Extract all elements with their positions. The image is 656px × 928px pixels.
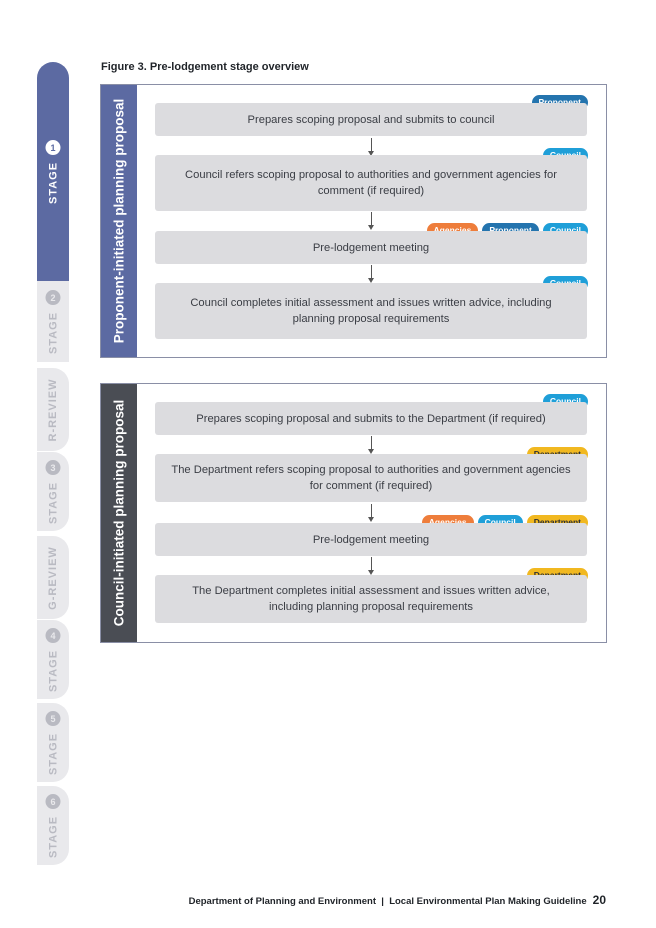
flow-arrow	[368, 138, 374, 156]
panel-side-bar: Proponent-initiated planning proposal	[101, 85, 137, 357]
tab-label: STAGE	[47, 161, 59, 204]
tab-r-review[interactable]: R-REVIEW	[37, 368, 69, 451]
step-text: Prepares scoping proposal and submits to…	[196, 412, 546, 425]
figure-title: Figure 3. Pre-lodgement stage overview	[101, 61, 309, 73]
tab-stage-4[interactable]: STAGE 4	[37, 620, 69, 699]
proponent-initiated-panel: Proponent-initiated planning proposal Pr…	[100, 84, 607, 358]
footer-text: Department of Planning and Environment |…	[188, 896, 587, 907]
tab-stage-2[interactable]: STAGE 2	[37, 281, 69, 362]
tab-number: 5	[45, 710, 61, 726]
flow-arrow	[368, 212, 374, 230]
step-box: Council completes initial assessment and…	[155, 283, 587, 339]
step-box: Prepares scoping proposal and submits to…	[155, 402, 587, 435]
tab-stage-1[interactable]: STAGE 1	[37, 62, 69, 281]
tab-label: STAGE	[47, 732, 59, 775]
page-number: 20	[592, 893, 606, 907]
step-box: Prepares scoping proposal and submits to…	[155, 103, 587, 136]
tab-number: 3	[45, 459, 61, 475]
tab-number: 4	[45, 627, 61, 643]
tab-number: 6	[45, 793, 61, 809]
step-text: Council completes initial assessment and…	[190, 297, 552, 325]
step-text: Pre-lodgement meeting	[312, 241, 430, 254]
flow-arrow	[368, 265, 374, 283]
tab-label: STAGE	[47, 815, 59, 858]
council-initiated-panel: Council-initiated planning proposal Coun…	[100, 383, 607, 643]
step-text: Council refers scoping proposal to autho…	[185, 169, 557, 197]
step-text: The Department completes initial assessm…	[192, 585, 550, 613]
step-text: Pre-lodgement meeting	[312, 533, 430, 546]
panel-title: Council-initiated planning proposal	[111, 399, 127, 627]
tab-number: 2	[45, 289, 61, 305]
tab-g-review[interactable]: G-REVIEW	[37, 536, 69, 619]
step-box: Pre-lodgement meeting	[155, 523, 587, 556]
tab-label: STAGE	[47, 649, 59, 692]
tab-label: STAGE	[47, 311, 59, 354]
tab-label: G-REVIEW	[47, 545, 59, 610]
tab-label: R-REVIEW	[47, 378, 59, 441]
tab-stage-5[interactable]: STAGE 5	[37, 703, 69, 782]
tab-stage-3[interactable]: STAGE 3	[37, 452, 69, 531]
flow-arrow	[368, 504, 374, 522]
flow-arrow	[368, 436, 374, 454]
step-box: The Department completes initial assessm…	[155, 575, 587, 623]
step-text: Prepares scoping proposal and submits to…	[247, 113, 495, 126]
flow-arrow	[368, 557, 374, 575]
tab-number: 1	[45, 139, 61, 155]
panel-side-bar: Council-initiated planning proposal	[101, 384, 137, 642]
tab-label: STAGE	[47, 481, 59, 524]
step-text: The Department refers scoping proposal t…	[171, 464, 571, 492]
step-box: The Department refers scoping proposal t…	[155, 454, 587, 502]
step-box: Council refers scoping proposal to autho…	[155, 155, 587, 211]
step-box: Pre-lodgement meeting	[155, 231, 587, 264]
page-footer: Department of Planning and Environment |…	[189, 893, 606, 907]
tab-stage-6[interactable]: STAGE 6	[37, 786, 69, 865]
panel-title: Proponent-initiated planning proposal	[111, 98, 127, 344]
